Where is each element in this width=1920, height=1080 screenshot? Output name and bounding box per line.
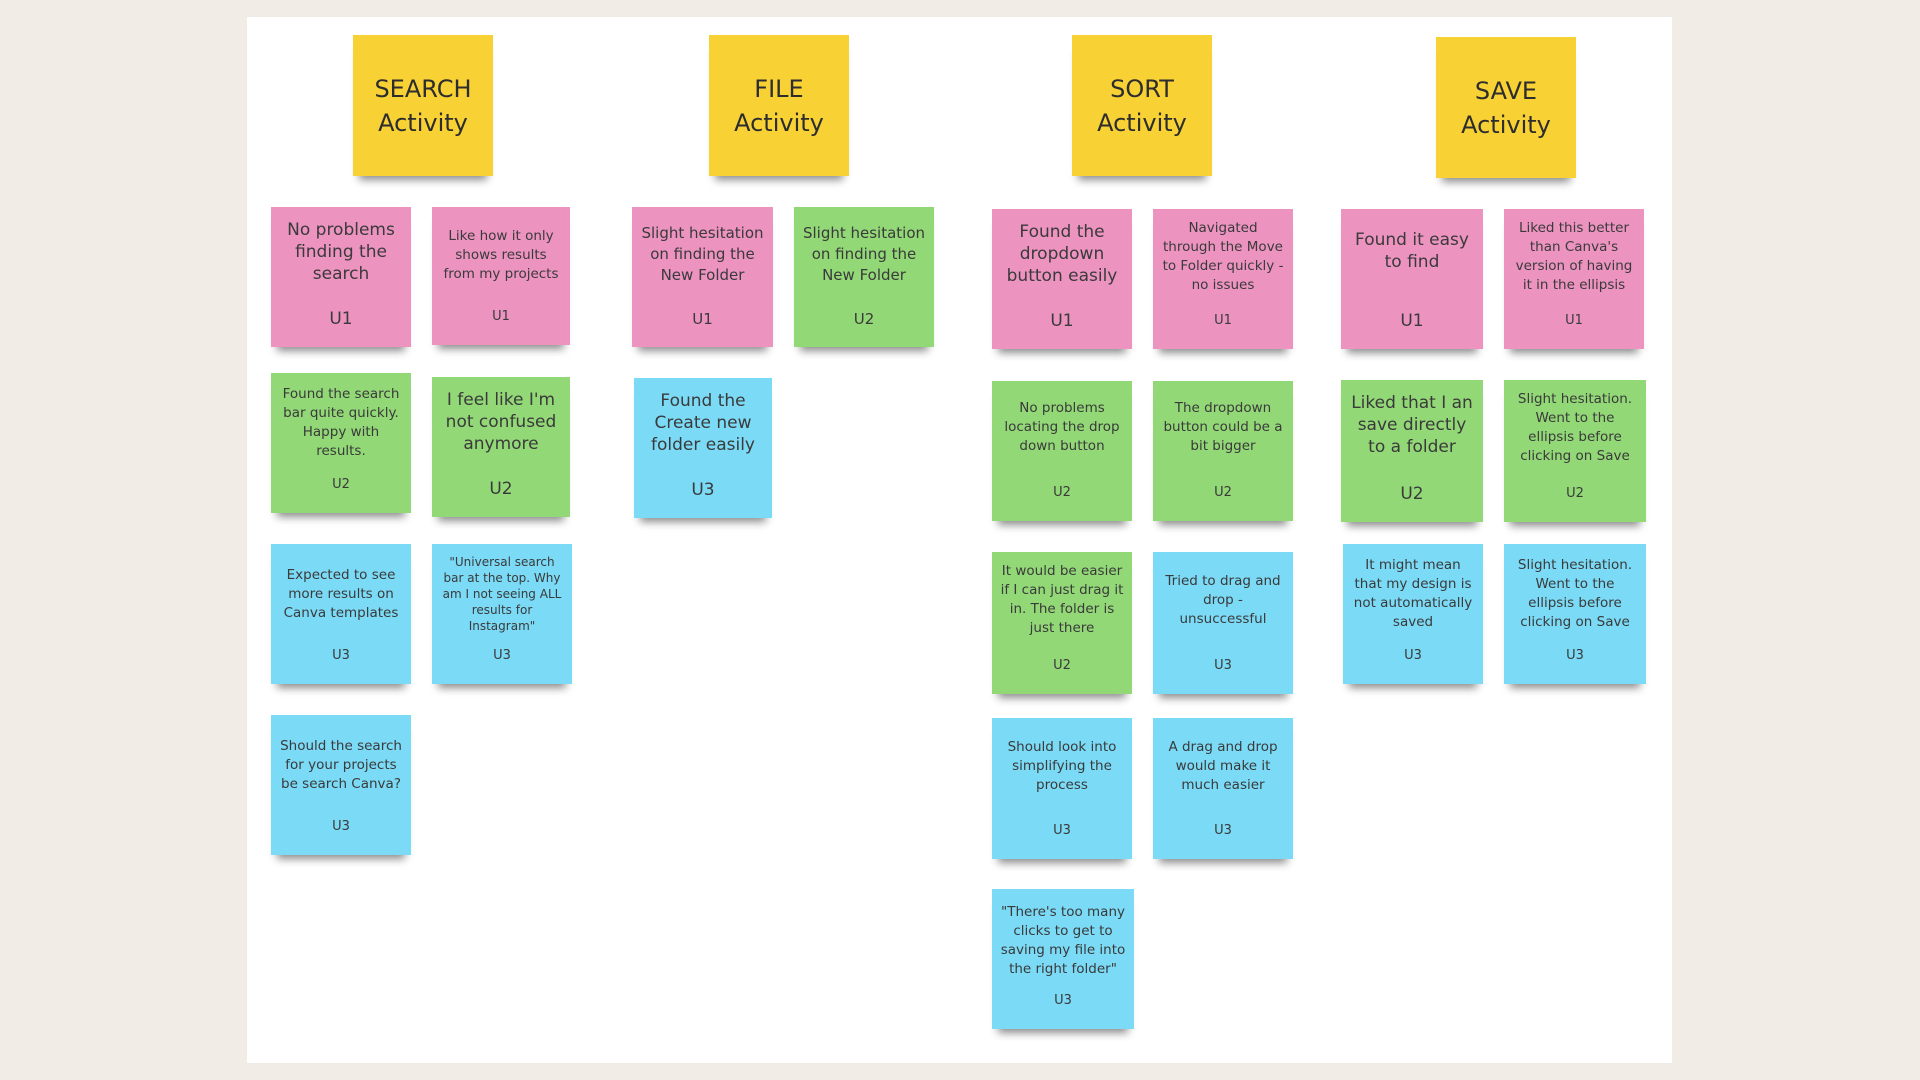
sticky-note[interactable]: Found the search bar quite quickly. Happ… xyxy=(271,373,411,513)
header-sort[interactable]: SORT Activity xyxy=(1072,35,1212,176)
note-text: A drag and drop would make it much easie… xyxy=(1168,739,1278,793)
sticky-note[interactable]: It would be easier if I can just drag it… xyxy=(992,552,1132,694)
note-user: U3 xyxy=(1054,993,1072,1008)
note-text: Should the search for your projects be s… xyxy=(280,738,402,792)
sticky-note[interactable]: Slight hesitation. Went to the ellipsis … xyxy=(1504,380,1646,522)
sticky-note[interactable]: Found it easy to find U1 xyxy=(1341,209,1483,349)
sticky-note[interactable]: Slight hesitation on finding the New Fol… xyxy=(794,207,934,347)
note-text: Expected to see more results on Canva te… xyxy=(283,567,399,621)
note-text: Found the search bar quite quickly. Happ… xyxy=(282,386,400,459)
note-user: U1 xyxy=(1565,313,1583,328)
note-text: Found the dropdown button easily xyxy=(1006,222,1118,286)
sticky-note[interactable]: The dropdown button could be a bit bigge… xyxy=(1153,381,1293,521)
note-user: U2 xyxy=(1053,485,1071,500)
header-save[interactable]: SAVE Activity xyxy=(1436,37,1576,178)
header-subtitle: Activity xyxy=(734,108,824,137)
note-text: I feel like I'm not confused anymore xyxy=(445,390,557,454)
note-text: "There's too many clicks to get to savin… xyxy=(1000,904,1126,977)
sticky-note[interactable]: Like how it only shows results from my p… xyxy=(432,207,570,345)
note-user: U2 xyxy=(1053,658,1071,673)
sticky-note[interactable]: Found the Create new folder easily U3 xyxy=(634,378,772,518)
note-text: Slight hesitation. Went to the ellipsis … xyxy=(1517,391,1633,464)
note-user: U2 xyxy=(1214,485,1232,500)
sticky-note[interactable]: It might mean that my design is not auto… xyxy=(1343,544,1483,684)
sticky-note[interactable]: Tried to drag and drop - unsuccessful U3 xyxy=(1153,552,1293,694)
note-text: Navigated through the Move to Folder qui… xyxy=(1162,220,1284,293)
note-user: U2 xyxy=(853,310,875,328)
header-subtitle: Activity xyxy=(1461,110,1551,139)
note-text: Slight hesitation on finding the New Fol… xyxy=(802,224,926,284)
note-user: U3 xyxy=(691,480,715,500)
note-user: U3 xyxy=(332,819,350,834)
note-user: U3 xyxy=(1404,648,1422,663)
header-title: FILE xyxy=(754,74,804,103)
note-user: U3 xyxy=(332,648,350,663)
note-text: It would be easier if I can just drag it… xyxy=(1000,563,1124,636)
note-user: U3 xyxy=(1053,823,1071,838)
note-text: Slight hesitation. Went to the ellipsis … xyxy=(1517,557,1633,630)
note-user: U1 xyxy=(1214,313,1232,328)
note-user: U2 xyxy=(1400,484,1424,504)
note-user: U3 xyxy=(1566,648,1584,663)
header-title: SEARCH xyxy=(374,74,472,103)
note-text: The dropdown button could be a bit bigge… xyxy=(1163,400,1283,454)
note-user: U3 xyxy=(493,648,511,663)
note-text: No problems finding the search xyxy=(287,220,395,284)
sticky-note[interactable]: "There's too many clicks to get to savin… xyxy=(992,889,1134,1029)
note-user: U1 xyxy=(1050,311,1074,331)
note-user: U1 xyxy=(492,309,510,324)
note-text: Liked this better than Canva's version o… xyxy=(1515,220,1633,293)
note-text: No problems locating the drop down butto… xyxy=(1004,400,1120,454)
header-subtitle: Activity xyxy=(1097,108,1187,137)
note-user: U1 xyxy=(1400,311,1424,331)
note-user: U1 xyxy=(692,310,713,328)
sticky-note[interactable]: I feel like I'm not confused anymore U2 xyxy=(432,377,570,517)
sticky-note[interactable]: A drag and drop would make it much easie… xyxy=(1153,718,1293,859)
note-user: U2 xyxy=(1566,486,1584,501)
note-text: Liked that I an save directly to a folde… xyxy=(1351,393,1473,457)
sticky-note[interactable]: "Universal search bar at the top. Why am… xyxy=(432,544,572,684)
header-title: SORT xyxy=(1110,74,1174,103)
note-user: U1 xyxy=(329,309,353,329)
sticky-note[interactable]: Slight hesitation. Went to the ellipsis … xyxy=(1504,544,1646,684)
note-user: U3 xyxy=(1214,823,1232,838)
header-subtitle: Activity xyxy=(378,108,468,137)
sticky-note[interactable]: Liked that I an save directly to a folde… xyxy=(1341,380,1483,522)
sticky-note[interactable]: Liked this better than Canva's version o… xyxy=(1504,209,1644,349)
sticky-note[interactable]: Expected to see more results on Canva te… xyxy=(271,544,411,684)
sticky-note[interactable]: Should the search for your projects be s… xyxy=(271,715,411,855)
whiteboard: SEARCH Activity FILE Activity SORT Activ… xyxy=(247,17,1672,1063)
note-user: U2 xyxy=(489,479,513,499)
note-text: Should look into simplifying the process xyxy=(1007,739,1117,793)
sticky-note[interactable]: Found the dropdown button easily U1 xyxy=(992,209,1132,349)
note-text: It might mean that my design is not auto… xyxy=(1353,557,1473,630)
header-search[interactable]: SEARCH Activity xyxy=(353,35,493,176)
sticky-note[interactable]: Slight hesitation on finding the New Fol… xyxy=(632,207,773,347)
note-text: Found it easy to find xyxy=(1355,230,1469,272)
note-text: Like how it only shows results from my p… xyxy=(443,228,559,282)
note-user: U3 xyxy=(1214,658,1232,673)
header-file[interactable]: FILE Activity xyxy=(709,35,849,176)
note-text: Tried to drag and drop - unsuccessful xyxy=(1165,573,1281,627)
note-user: U2 xyxy=(332,477,350,492)
note-text: Found the Create new folder easily xyxy=(651,391,755,455)
sticky-note[interactable]: Navigated through the Move to Folder qui… xyxy=(1153,209,1293,349)
sticky-note[interactable]: No problems finding the search U1 xyxy=(271,207,411,347)
sticky-note[interactable]: Should look into simplifying the process… xyxy=(992,718,1132,859)
sticky-note[interactable]: No problems locating the drop down butto… xyxy=(992,381,1132,521)
note-text: "Universal search bar at the top. Why am… xyxy=(442,555,562,633)
header-title: SAVE xyxy=(1474,76,1538,105)
note-text: Slight hesitation on finding the New Fol… xyxy=(641,224,764,284)
